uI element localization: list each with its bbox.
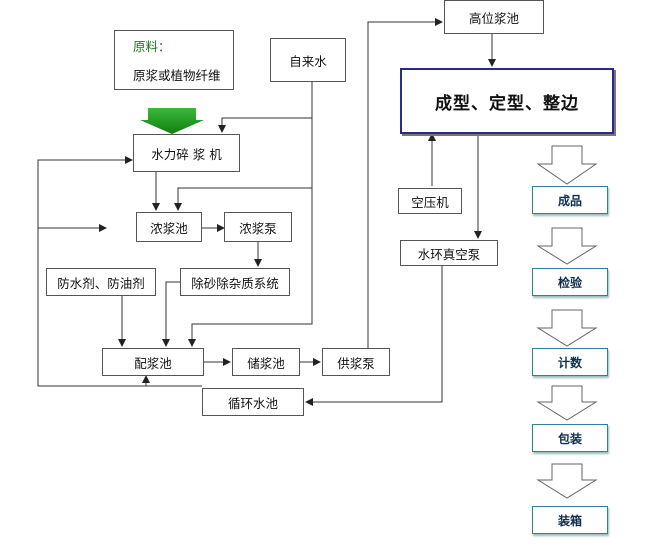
output-step-counting: 计数: [532, 348, 608, 376]
circulating-tank-box: 循环水池: [202, 388, 304, 416]
forming-box: 成型、定型、整边: [400, 68, 614, 134]
output-step-inspection: 检验: [532, 268, 608, 296]
raw-material-box: 原料： 原浆或植物纤维: [114, 30, 234, 90]
output-step-boxing: 装箱: [532, 506, 608, 534]
mixing-tank-box: 配浆池: [102, 348, 204, 376]
storage-tank-box: 储浆池: [232, 348, 300, 376]
supply-pump-box: 供浆泵: [322, 348, 390, 376]
high-tank-box: 高位浆池: [444, 0, 544, 34]
feed-arrow-icon: [140, 108, 204, 134]
raw-material-label: 原料：: [133, 39, 171, 54]
tap-water-box: 自来水: [270, 38, 346, 82]
vacuum-pump-box: 水环真空泵: [400, 240, 498, 266]
additives-box: 防水剂、防油剂: [46, 268, 156, 296]
thick-pulp-tank-box: 浓浆池: [136, 212, 202, 242]
hydropulper-box: 水力碎 浆 机: [133, 134, 240, 172]
output-step-packing: 包装: [532, 424, 608, 452]
raw-material-text: 原浆或植物纤维: [133, 68, 221, 83]
desander-box: 除砂除杂质系统: [180, 268, 290, 296]
output-step-finished: 成品: [532, 186, 608, 214]
thick-pulp-pump-box: 浓浆泵: [224, 212, 292, 242]
air-compressor-box: 空压机: [398, 188, 462, 214]
